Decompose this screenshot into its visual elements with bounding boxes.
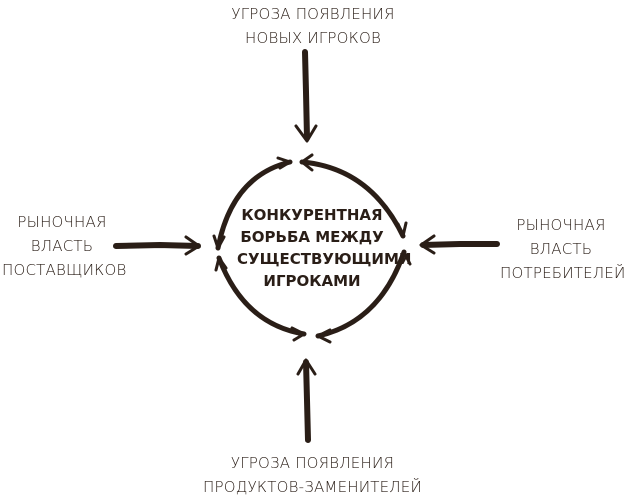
substitutes-threat-label: Угроза появления продуктов-заменителей bbox=[200, 451, 425, 499]
top-force-arrow bbox=[294, 49, 318, 143]
new-entrants-line-2: новых игроков bbox=[244, 29, 382, 47]
rivalry-cycle-arrows bbox=[212, 153, 412, 344]
substitutes-line-1: Угроза появления bbox=[230, 454, 395, 472]
new-entrants-threat-label: Угроза появления новых игроков bbox=[218, 2, 408, 50]
bottom-force-arrow bbox=[296, 358, 317, 443]
new-entrants-line-1: Угроза появления bbox=[231, 5, 395, 23]
buyer-power-line-2: власть bbox=[529, 240, 593, 258]
supplier-power-line-3: поставщиков bbox=[2, 261, 127, 279]
rivalry-line-3: существующими bbox=[237, 250, 412, 268]
buyer-power-line-1: Рыночная bbox=[516, 216, 606, 234]
industry-rivalry-label: Конкурентная борьба между существующими … bbox=[237, 204, 412, 292]
rivalry-line-1: Конкурентная bbox=[241, 206, 383, 224]
supplier-power-line-2: власть bbox=[30, 237, 94, 255]
rivalry-line-4: игроками bbox=[263, 272, 361, 290]
supplier-power-label: Рыночная власть поставщиков bbox=[2, 210, 127, 282]
buyer-power-line-3: потребителей bbox=[500, 264, 625, 282]
left-force-arrow bbox=[113, 235, 201, 256]
substitutes-line-2: продуктов-заменителей bbox=[203, 478, 422, 496]
supplier-power-line-1: Рыночная bbox=[17, 213, 107, 231]
rivalry-line-2: борьба между bbox=[240, 228, 384, 246]
buyer-power-label: Рыночная власть потребителей bbox=[500, 213, 625, 285]
right-force-arrow bbox=[419, 234, 500, 255]
